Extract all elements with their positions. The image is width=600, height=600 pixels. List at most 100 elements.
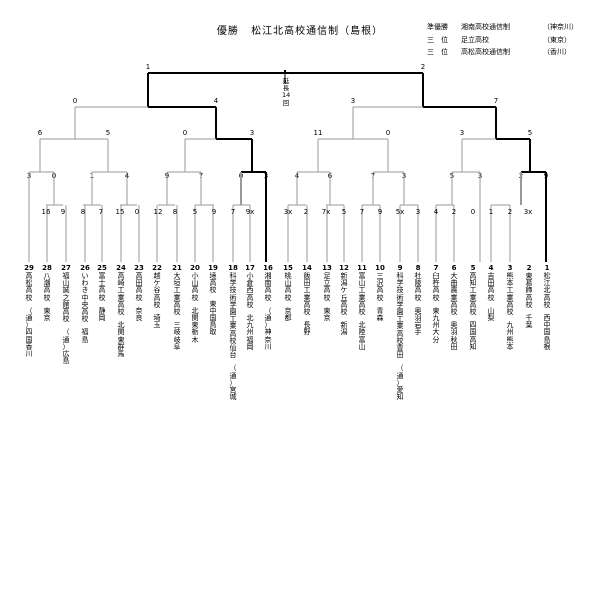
team-name: 足立高校 (323, 272, 331, 302)
result-row-third-1: 三 位足立高校（東京） (427, 34, 578, 47)
team-name: 杜陵高校 (414, 272, 422, 302)
team-pref: 東九州大分 (432, 306, 440, 344)
semi-score: 4 (214, 97, 219, 105)
extra-innings-note: 延長14回 (282, 77, 291, 107)
team-pref: 奥羽秋田 (450, 321, 458, 351)
team-seed: 26 (80, 264, 90, 272)
team-seed: 28 (42, 264, 52, 272)
team-seed: 8 (415, 264, 421, 272)
champion-title: 優勝 松江北高校通信制（島根） (0, 22, 600, 37)
r32-score: 9 (212, 208, 216, 216)
quarter-score: 3 (250, 129, 254, 137)
team-pref: 新潟 (340, 321, 348, 337)
team-pref: 千葉 (525, 314, 533, 330)
r32-score: 7 (231, 208, 235, 216)
result-row-third-2: 三 位高松高校通信制（香川） (427, 46, 578, 59)
r32-score: 2 (508, 208, 512, 216)
team-name: 境高校 (209, 272, 217, 295)
semi-score: 0 (73, 97, 77, 105)
team-name: 湘南高校 (264, 272, 272, 302)
team-name: 越ケ谷高校 (153, 272, 161, 309)
r32-score: 0 (471, 208, 475, 216)
result-team: 湘南高校通信制 (461, 23, 510, 31)
r32-score: 2 (452, 208, 456, 216)
r32-score: 3x (284, 208, 293, 216)
team-pref: 青森 (376, 306, 384, 323)
r32-score: 0 (135, 208, 139, 216)
team-name: 大曲農業高校 (450, 272, 458, 317)
team-pref: 北関東栃木 (191, 306, 199, 344)
r32-score: 5x (396, 208, 405, 216)
team-name: 福山誠之館高校 (62, 272, 70, 324)
r32-score: 5 (193, 208, 197, 216)
final-score-right: 2 (421, 63, 425, 71)
team-seed: 25 (97, 264, 107, 272)
r32-score: 12 (154, 208, 163, 216)
champion-label: 優勝 (216, 26, 239, 37)
team-name: 科学技術学園工業高校豊田 (396, 272, 404, 360)
team-name: 小倉西高校 (246, 272, 254, 309)
team-seed: 1 (544, 264, 550, 272)
team-seed: 4 (488, 264, 494, 272)
team-name: 東葛飾高校 (525, 272, 533, 309)
team-pref: 東京 (43, 306, 51, 323)
champion-name: 松江北高校通信制（島根） (251, 26, 384, 37)
team-seed: 5 (470, 264, 476, 272)
team-name: 八潮高校 (43, 272, 51, 302)
team-name: 飯田工業高校 (303, 272, 311, 317)
team-seed: 3 (507, 264, 513, 272)
team-name: 富山工業高校 (358, 272, 366, 317)
team-pref: 北関東群馬 (117, 321, 125, 359)
result-rank: 三 位 (427, 35, 448, 44)
team-seed: 10 (375, 264, 385, 272)
r32-score: 16 (42, 208, 51, 216)
team-pref: 北九州福岡 (246, 314, 254, 351)
team-seed: 7 (433, 264, 439, 272)
team-name: 臼杵高校 (432, 272, 440, 302)
result-rank: 準優勝 (427, 23, 448, 31)
team-seed: 9 (397, 264, 403, 272)
team-name: 小山高校 (191, 272, 199, 302)
team-pref: 静岡 (98, 306, 106, 323)
team-pref: （通）宮城 (229, 364, 237, 402)
team-pref: 福島 (81, 328, 89, 344)
team-pref: 埼玉 (153, 314, 161, 330)
team-seed: 2 (526, 264, 532, 272)
team-name: 新潟ケ丘高校 (340, 272, 348, 317)
result-pref: （香川） (543, 48, 571, 56)
team-seed: 14 (302, 264, 312, 272)
r32-score: 3 (416, 208, 420, 216)
quarter-score: 0 (386, 129, 390, 137)
quarter-score: 5 (106, 129, 110, 137)
team-name: 高知工業高校 (469, 272, 477, 317)
team-name: 科学技術学園工業高校仙台 (229, 272, 237, 360)
team-pref: 京都 (284, 306, 292, 323)
team-name: 三沢高校 (376, 272, 384, 302)
team-pref: 東京 (323, 306, 331, 323)
team-pref: 山梨 (487, 306, 495, 323)
team-name: 桃山高校 (284, 272, 292, 302)
team-seed: 16 (263, 264, 273, 272)
team-seed: 15 (283, 264, 293, 272)
team-seed: 18 (228, 264, 238, 272)
r32-score: 7x (322, 208, 331, 216)
team-seed: 12 (339, 264, 349, 272)
team-seed: 24 (116, 264, 126, 272)
